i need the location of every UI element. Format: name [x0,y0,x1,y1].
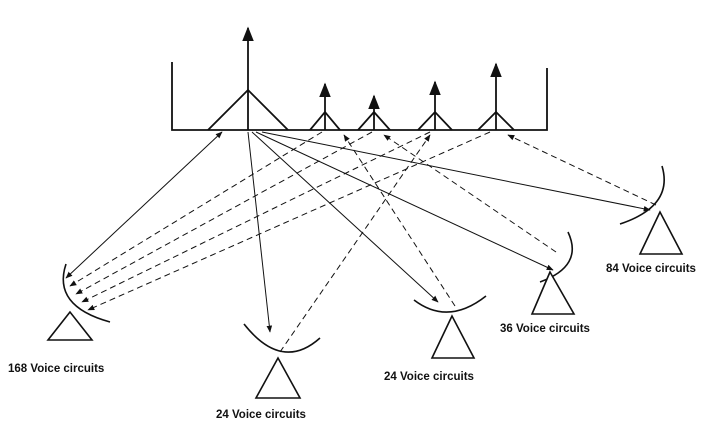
earth-station-84 [619,165,684,255]
satellite [171,26,548,131]
downlinks [69,131,657,353]
link-24b-main [251,131,439,303]
down-168-d [87,131,491,311]
satellite-antenna-3 [357,94,391,131]
station-label-168: 168 Voice circuits [8,363,104,375]
dish-icon [62,263,111,323]
station-label-24b: 24 Voice circuits [384,371,474,383]
satellite-frame [171,62,548,131]
tripod-icon [530,270,576,315]
dish-icon [243,323,321,353]
tripod-icon [46,310,94,341]
satellite-antenna-4 [417,80,453,131]
uplinks [65,131,651,333]
satellite-antenna-2 [309,82,341,131]
link-24a-main [247,131,273,333]
down-84 [507,134,657,206]
earth-station-168 [46,263,111,341]
link-168-main [65,131,223,279]
down-24a [279,134,431,353]
down-24b [343,134,456,307]
satellite-antenna-5 [477,62,515,131]
tripod-icon [254,356,302,399]
down-36 [383,134,557,253]
earth-station-24a [243,323,321,399]
station-label-24a: 24 Voice circuits [216,409,306,421]
dish-icon [619,165,665,225]
down-168-a [69,131,323,287]
link-36-main [255,131,554,271]
station-label-36: 36 Voice circuits [500,323,590,335]
dish-icon [539,231,573,283]
tripod-icon [430,314,476,359]
dish-icon [413,295,487,313]
down-168-c [81,131,431,303]
satellite-antenna-main [207,26,289,131]
earth-station-36 [530,231,576,315]
earth-station-24b [413,295,487,359]
station-label-84: 84 Voice circuits [606,263,696,275]
down-168-b [75,131,373,295]
link-84-main [261,131,651,212]
tripod-icon [638,210,684,255]
